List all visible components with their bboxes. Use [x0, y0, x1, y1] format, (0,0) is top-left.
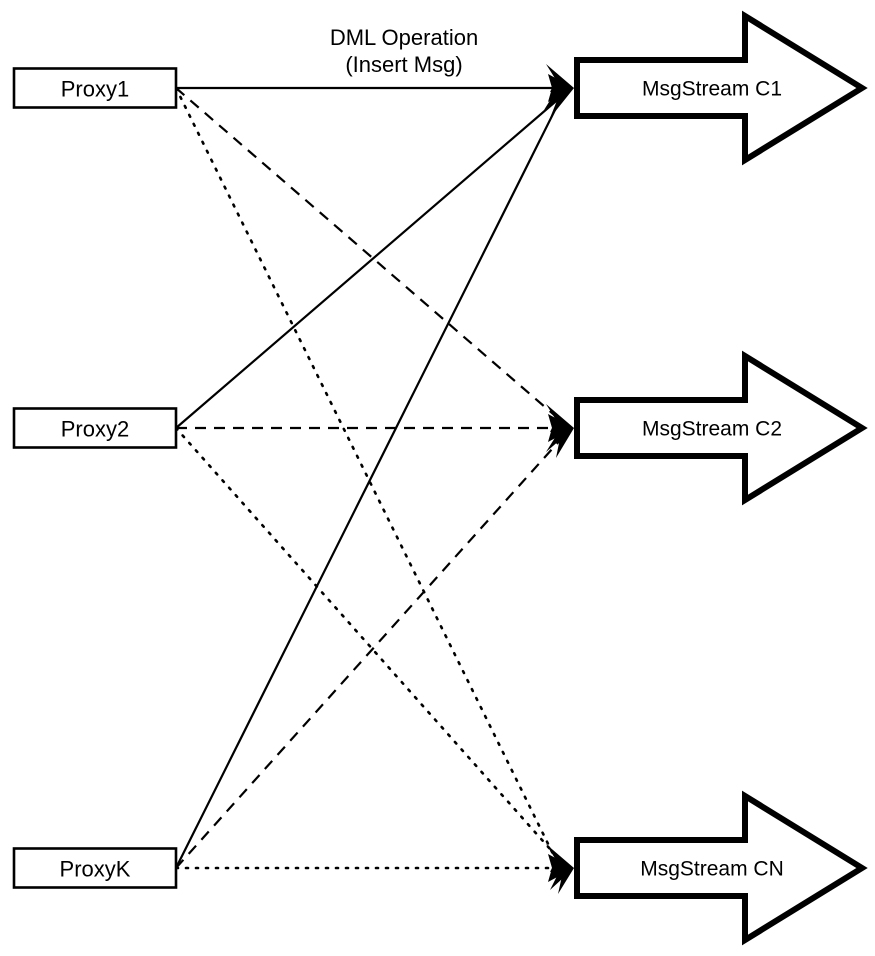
edge-label-line1: DML Operation: [330, 25, 478, 50]
edge-label-line2: (Insert Msg): [345, 52, 462, 77]
edge-proxy2-to-stream-c1: [175, 95, 563, 429]
arrowhead-stream-c2: [546, 404, 574, 458]
proxyk-box[interactable]: [12, 847, 178, 889]
edge-label-dml-operation: DML Operation (Insert Msg): [330, 25, 478, 77]
msgstream-node-c1[interactable]: MsgStream C1: [574, 10, 868, 166]
proxy-node-proxy2[interactable]: Proxy2: [12, 407, 178, 449]
arrowhead-stream-c1: [544, 64, 574, 118]
proxy1-label: Proxy1: [61, 77, 129, 102]
stream-c1-label: MsgStream C1: [642, 78, 782, 101]
arrowhead-stream-cn: [546, 844, 574, 894]
stream-cn-arrow-shape[interactable]: [574, 790, 868, 946]
stream-c2-arrow-shape[interactable]: [574, 350, 868, 506]
proxyk-label: ProxyK: [60, 857, 131, 882]
proxy1-box[interactable]: [12, 67, 178, 109]
edge-proxyk-to-stream-c1: [175, 99, 561, 869]
edge-proxy2-to-stream-cn: [174, 426, 560, 860]
stream-c2-label: MsgStream C2: [642, 418, 782, 441]
edge-arrowheads: [544, 64, 574, 894]
edge-proxy1-to-stream-cn: [174, 86, 558, 862]
proxy-node-proxy1[interactable]: Proxy1: [12, 67, 178, 109]
stream-c1-arrow-shape[interactable]: [574, 10, 868, 166]
msgstream-node-c2[interactable]: MsgStream C2: [574, 350, 868, 506]
stream-cn-label: MsgStream CN: [640, 858, 784, 881]
msgstream-nodes: MsgStream C1 MsgStream C2 MsgStream CN: [574, 10, 868, 946]
proxy2-label: Proxy2: [61, 417, 129, 442]
proxy2-box[interactable]: [12, 407, 178, 449]
proxy-node-proxyk[interactable]: ProxyK: [12, 847, 178, 889]
connection-edges: [174, 86, 568, 870]
edge-proxy1-to-stream-c2: [175, 87, 561, 421]
proxy-nodes: Proxy1 Proxy2 ProxyK: [12, 67, 178, 889]
msgstream-node-cn[interactable]: MsgStream CN: [574, 790, 868, 946]
edge-proxyk-to-stream-c2: [175, 437, 563, 869]
